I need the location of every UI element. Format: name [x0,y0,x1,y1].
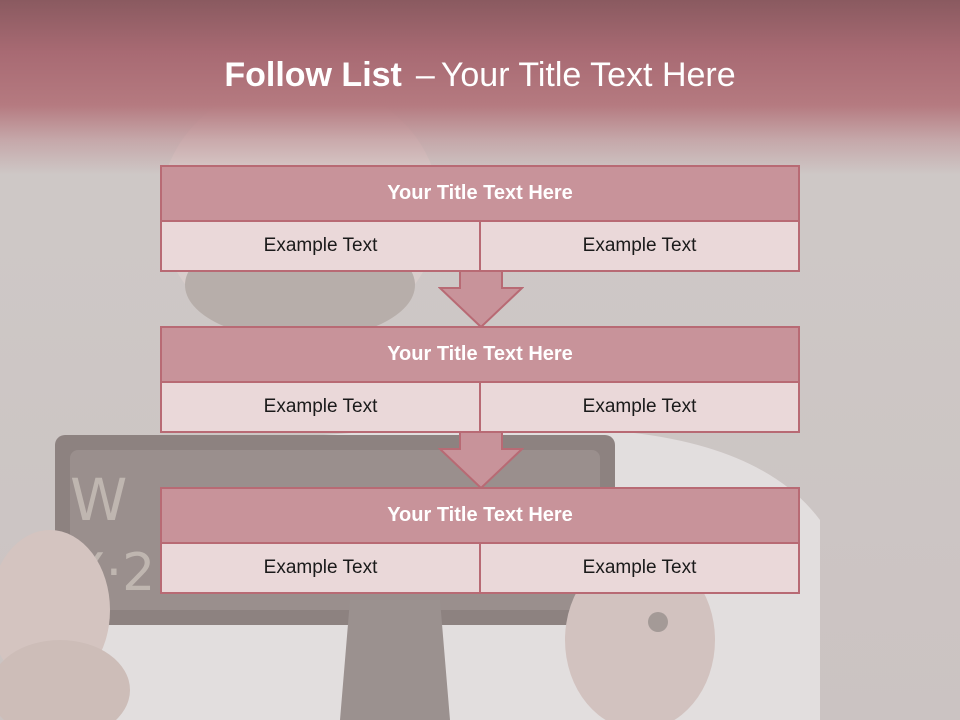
title-dash: – [415,56,435,94]
list-block-1: Your Title Text Here Example Text Exampl… [160,165,800,272]
block-row: Example Text Example Text [160,383,800,433]
block-row: Example Text Example Text [160,222,800,272]
list-block-2: Your Title Text Here Example Text Exampl… [160,326,800,433]
down-arrow-icon [438,270,524,328]
block-cell-left: Example Text [160,383,480,433]
block-title: Your Title Text Here [160,326,800,383]
title-rest: Your Title Text Here [440,56,736,94]
block-title: Your Title Text Here [160,165,800,222]
header-band [0,0,960,175]
page-title: Follow List–Your Title Text Here [0,52,960,98]
svg-text:W: W [70,466,127,534]
block-row: Example Text Example Text [160,544,800,594]
title-bold: Follow List [224,56,402,94]
block-cell-left: Example Text [160,544,480,594]
block-title: Your Title Text Here [160,487,800,544]
block-cell-right: Example Text [480,383,800,433]
block-cell-right: Example Text [480,544,800,594]
block-cell-right: Example Text [480,222,800,272]
list-block-3: Your Title Text Here Example Text Exampl… [160,487,800,594]
block-cell-left: Example Text [160,222,480,272]
down-arrow-icon [438,431,524,489]
